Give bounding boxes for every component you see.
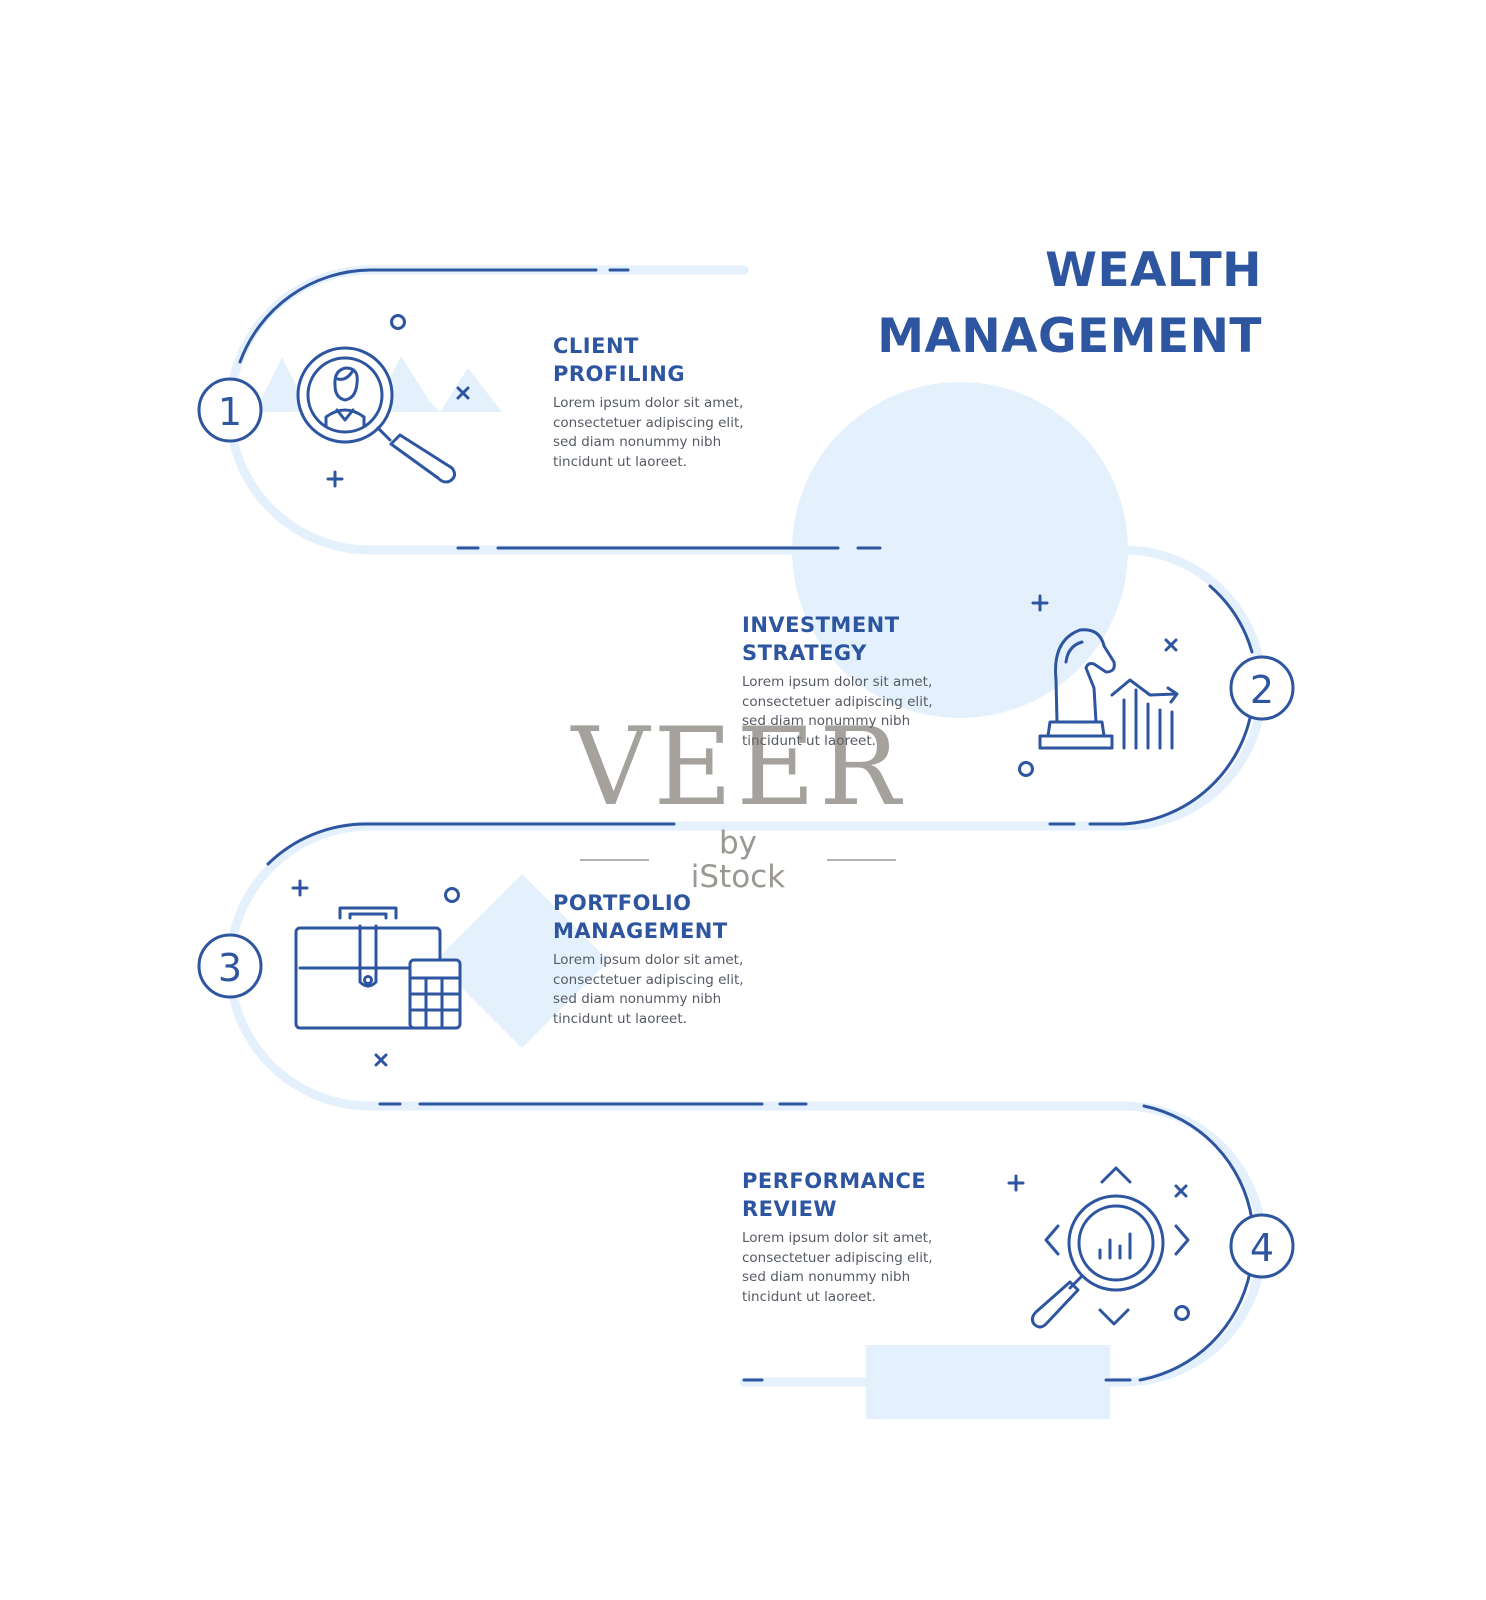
step-description: Lorem ipsum dolor sit amet, consectetuer… — [742, 1230, 933, 1305]
briefcase-calculator-icon — [294, 906, 462, 1030]
step-heading-line-2: MANAGEMENT — [553, 919, 728, 943]
decor-mountains — [255, 356, 502, 412]
step-heading-line-1: PERFORMANCE — [742, 1169, 927, 1193]
decor-diamond — [435, 874, 609, 1048]
step-heading: INVESTMENT STRATEGY — [742, 611, 972, 667]
decor-marks — [291, 314, 1190, 1321]
small-circle-icon — [1174, 1305, 1190, 1321]
step-2-text: INVESTMENT STRATEGY Lorem ipsum dolor si… — [742, 611, 972, 751]
page-title-line-2: MANAGEMENT — [877, 309, 1262, 364]
page-title: WEALTH MANAGEMENT — [877, 238, 1262, 370]
step-heading: CLIENT PROFILING — [553, 332, 783, 388]
plus-icon — [291, 879, 309, 897]
step-4-text: PERFORMANCE REVIEW Lorem ipsum dolor sit… — [742, 1167, 972, 1307]
chess-knight-chart-icon — [1038, 628, 1179, 750]
step-3-text: PORTFOLIO MANAGEMENT Lorem ipsum dolor s… — [553, 889, 783, 1029]
step-heading-line-1: PORTFOLIO — [553, 891, 692, 915]
decor-shapes — [255, 356, 1128, 1419]
small-circle-icon — [1018, 761, 1034, 777]
cross-icon — [1164, 638, 1178, 652]
step-number-4-label: 4 — [1250, 1226, 1274, 1270]
step-number-2: 2 — [1229, 655, 1295, 721]
step-number-1-label: 1 — [218, 390, 242, 434]
cross-icon — [456, 386, 470, 400]
step-heading-line-2: STRATEGY — [742, 641, 867, 665]
step-number-3: 3 — [197, 933, 263, 999]
small-circle-icon — [390, 314, 406, 330]
magnifier-chart-icon — [1030, 1166, 1190, 1329]
path-dark — [238, 268, 1254, 1382]
step-number-1: 1 — [197, 377, 263, 443]
step-description: Lorem ipsum dolor sit amet, consectetuer… — [742, 674, 933, 749]
plus-icon — [1007, 1174, 1025, 1192]
step-description: Lorem ipsum dolor sit amet, consectetuer… — [553, 952, 744, 1027]
step-number-4: 4 — [1229, 1213, 1295, 1279]
step-heading-line-2: REVIEW — [742, 1197, 838, 1221]
magnifier-person-icon — [296, 346, 457, 484]
step-heading: PERFORMANCE REVIEW — [742, 1167, 972, 1223]
cross-icon — [1174, 1184, 1188, 1198]
step-1-text: CLIENT PROFILING Lorem ipsum dolor sit a… — [553, 332, 783, 472]
step-heading-line-2: PROFILING — [553, 362, 686, 386]
path-light — [225, 265, 1267, 1387]
small-circle-icon — [444, 887, 460, 903]
step-number-2-label: 2 — [1250, 668, 1274, 712]
page-title-line-1: WEALTH — [1045, 243, 1262, 298]
plus-icon — [326, 470, 344, 488]
plus-icon — [1031, 594, 1049, 612]
cross-icon — [374, 1053, 388, 1067]
step-heading-line-1: CLIENT — [553, 334, 639, 358]
step-description: Lorem ipsum dolor sit amet, consectetuer… — [553, 395, 744, 470]
step-number-3-label: 3 — [218, 946, 242, 990]
step-heading-line-1: INVESTMENT — [742, 613, 900, 637]
step-heading: PORTFOLIO MANAGEMENT — [553, 889, 783, 945]
